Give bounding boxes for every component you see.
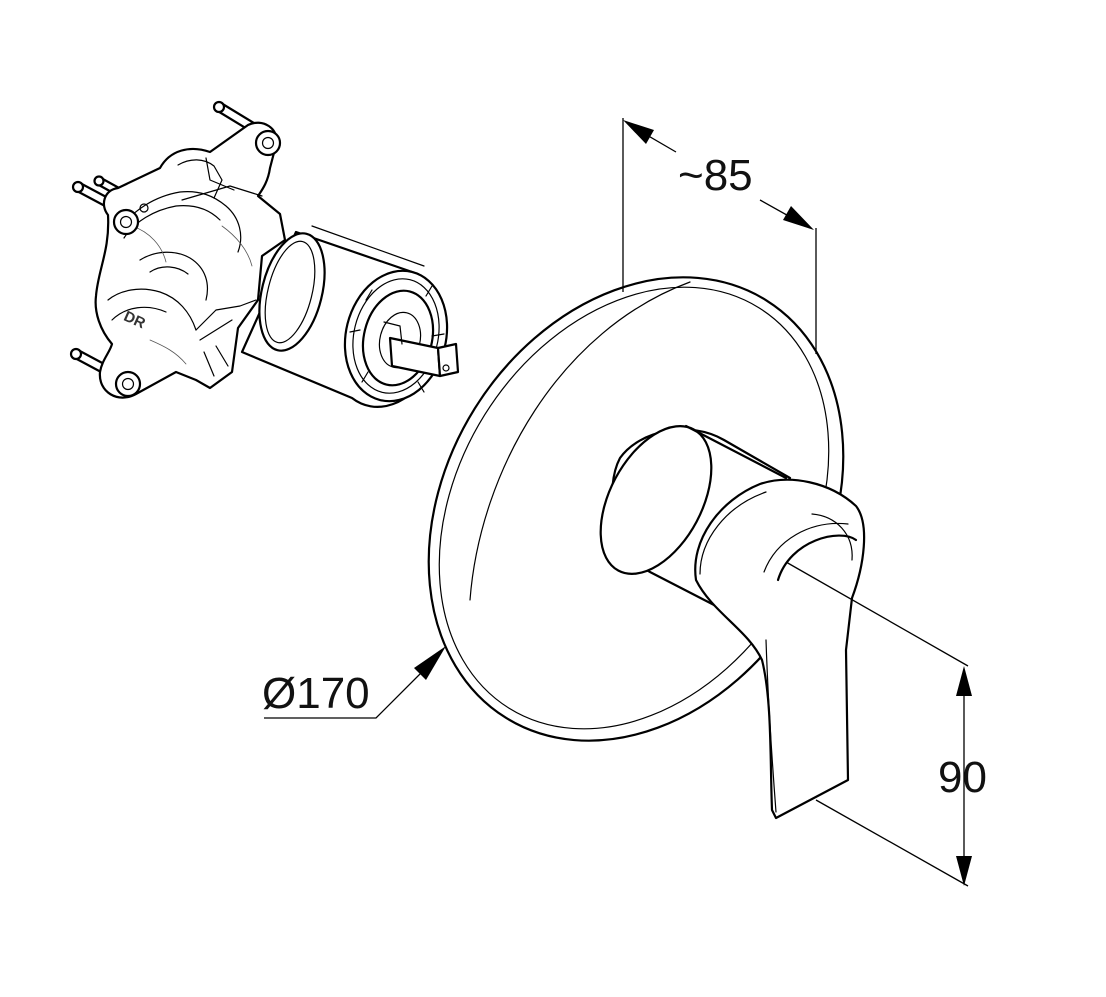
rough-in-valve-body: DR xyxy=(69,100,460,408)
dimension-depth: ~85 xyxy=(622,118,817,354)
mounting-pins xyxy=(69,100,269,382)
trim-assembly xyxy=(427,276,866,820)
dimension-diameter: Ø170 xyxy=(262,646,446,719)
dimension-height: 90 xyxy=(785,561,987,887)
diameter-dimension-label: Ø170 xyxy=(262,669,370,718)
mounting-plate xyxy=(94,121,287,399)
depth-dimension-label: ~85 xyxy=(678,151,753,200)
height-dimension-label: 90 xyxy=(938,753,987,802)
bolt-heads xyxy=(112,129,282,398)
lever-handle xyxy=(694,478,866,820)
valve-cartridge xyxy=(240,225,460,408)
handle-sleeve xyxy=(599,424,792,608)
